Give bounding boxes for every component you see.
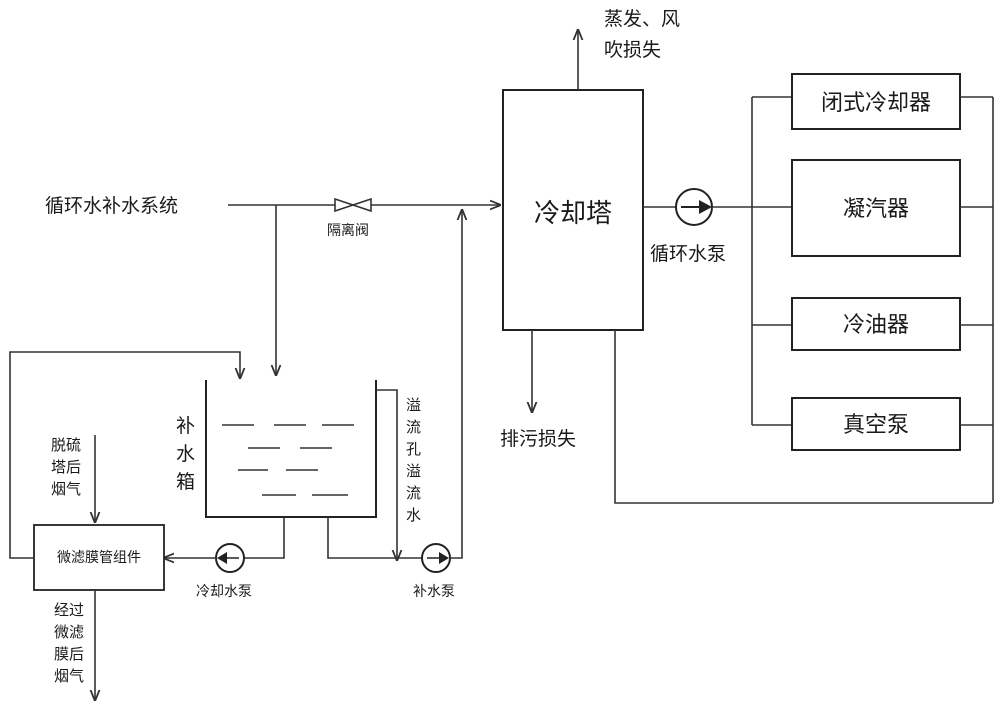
filtered-flue-label-2: 微滤: [54, 623, 84, 641]
circulating-pump-label: 循环水泵: [650, 243, 726, 265]
cooling-pump-label: 冷却水泵: [196, 584, 252, 600]
isolation-valve-label: 隔离阀: [327, 222, 369, 239]
vacuum-pump-box: [791, 397, 961, 451]
cooling-tower-label: 冷却塔: [534, 199, 612, 229]
makeup-pump-riser: [450, 210, 462, 559]
desulf-flue-label-3: 烟气: [51, 480, 81, 498]
makeup-tank-label-1: 补: [176, 415, 195, 437]
overflow-label-5: 流: [406, 484, 421, 502]
filtered-flue-label-4: 烟气: [54, 667, 84, 685]
desulf-flue-label-2: 塔后: [51, 458, 81, 476]
vacuum-pump-label: 真空泵: [843, 413, 909, 438]
desulf-flue-label-1: 脱硫: [51, 436, 81, 454]
oil-cooler-box: [791, 297, 961, 351]
closed-cooler-box: [791, 73, 961, 130]
makeup-tank-label-2: 水: [176, 443, 195, 465]
evaporation-loss-label-2: 吹损失: [604, 39, 661, 61]
makeup-system-label: 循环水补水系统: [45, 195, 178, 217]
condenser-label: 凝汽器: [843, 197, 909, 222]
module-return-loop: [9, 351, 240, 559]
makeup-tank-label-3: 箱: [176, 471, 195, 493]
overflow-label-2: 流: [406, 418, 421, 436]
oil-cooler-label: 冷油器: [843, 313, 909, 338]
circulating-pump-icon: [675, 188, 713, 226]
isolation-valve-icon: [334, 197, 372, 213]
tank-to-makeup-pump: [327, 517, 422, 559]
cooling-tower: [502, 89, 644, 331]
overflow-label-4: 溢: [406, 462, 421, 480]
overflow-label-3: 孔: [406, 440, 421, 458]
overflow-label-6: 水: [406, 506, 421, 524]
membrane-module-label: 微滤膜管组件: [57, 550, 141, 566]
filtered-flue-label-1: 经过: [54, 601, 84, 619]
makeup-pump-label: 补水泵: [413, 584, 455, 600]
filtered-flue-label-3: 膜后: [54, 645, 84, 663]
cooling-pump-icon: [215, 543, 245, 573]
overflow-line: [376, 389, 397, 560]
blowdown-loss-label: 排污损失: [500, 428, 576, 450]
return-line: [614, 330, 993, 504]
evaporation-loss-label-1: 蒸发、风: [604, 8, 680, 30]
makeup-pump-icon: [421, 543, 451, 573]
closed-cooler-label: 闭式冷却器: [821, 91, 931, 116]
makeup-tank: [205, 380, 377, 518]
overflow-label-1: 溢: [406, 396, 421, 414]
water-surface-lines: [222, 424, 354, 496]
tank-to-cooling-pump: [245, 517, 285, 559]
condenser-box: [791, 159, 961, 257]
